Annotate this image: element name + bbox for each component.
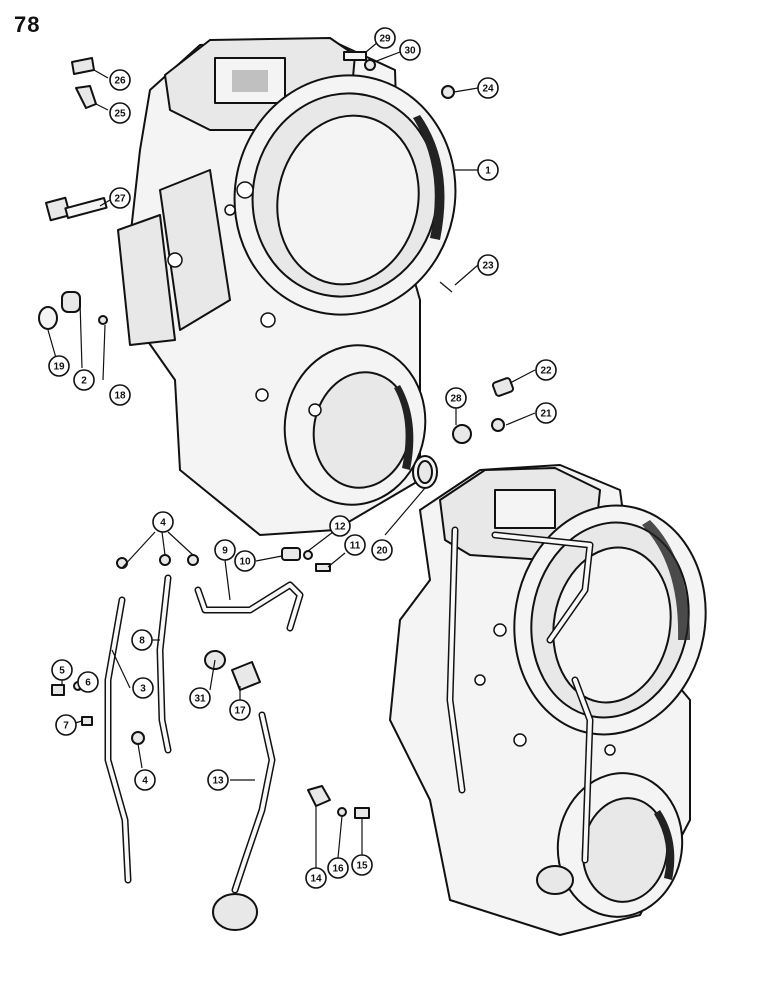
svg-text:4: 4	[142, 776, 148, 787]
svg-text:6: 6	[85, 678, 91, 689]
svg-text:30: 30	[404, 46, 416, 57]
callout-30: 30	[399, 39, 421, 61]
svg-text:2: 2	[81, 376, 87, 387]
svg-text:9: 9	[222, 546, 228, 557]
callout-29: 29	[374, 27, 396, 49]
callout-9: 9	[214, 539, 236, 561]
svg-text:5: 5	[59, 666, 65, 677]
callout-5: 5	[51, 659, 73, 681]
callout-23: 23	[477, 254, 499, 276]
callout-11: 11	[344, 534, 366, 556]
callout-21: 21	[535, 402, 557, 424]
svg-text:21: 21	[540, 409, 552, 420]
svg-text:18: 18	[114, 391, 126, 402]
callout-1: 1	[477, 159, 499, 181]
svg-text:4: 4	[160, 518, 166, 529]
callout-4-upper: 4	[152, 511, 174, 533]
svg-text:25: 25	[114, 109, 126, 120]
callout-31: 31	[189, 687, 211, 709]
callout-15: 15	[351, 854, 373, 876]
svg-text:19: 19	[53, 362, 65, 373]
callout-22: 22	[535, 359, 557, 381]
svg-text:27: 27	[114, 194, 126, 205]
callout-17: 17	[229, 699, 251, 721]
transmission-housing	[117, 37, 457, 536]
callout-6: 6	[77, 671, 99, 693]
svg-text:20: 20	[376, 546, 388, 557]
svg-text:26: 26	[114, 76, 126, 87]
callout-10: 10	[234, 550, 256, 572]
callout-24: 24	[477, 77, 499, 99]
svg-text:16: 16	[332, 864, 344, 875]
callout-26: 26	[109, 69, 131, 91]
callout-2: 2	[73, 369, 95, 391]
callout-7: 7	[55, 714, 77, 736]
callout-12: 12	[329, 515, 351, 537]
callout-28: 28	[445, 387, 467, 409]
callout-27: 27	[109, 187, 131, 209]
svg-text:8: 8	[139, 636, 145, 647]
svg-text:28: 28	[450, 394, 462, 405]
callout-19: 19	[48, 355, 70, 377]
svg-text:7: 7	[63, 721, 69, 732]
svg-text:13: 13	[212, 776, 224, 787]
svg-text:3: 3	[140, 684, 146, 695]
callout-3: 3	[132, 677, 154, 699]
callout-13: 13	[207, 769, 229, 791]
callout-25: 25	[109, 102, 131, 124]
svg-text:31: 31	[194, 694, 206, 705]
svg-text:17: 17	[234, 706, 246, 717]
svg-text:14: 14	[310, 874, 322, 885]
page-number: 78	[14, 12, 41, 37]
svg-text:23: 23	[482, 261, 494, 272]
callout-14: 14	[305, 867, 327, 889]
transmission-housing-assembled	[389, 464, 707, 936]
svg-text:11: 11	[350, 541, 361, 552]
callout-18: 18	[109, 384, 131, 406]
callout-16: 16	[327, 857, 349, 879]
svg-text:12: 12	[334, 522, 346, 533]
callout-4-lower: 4	[134, 769, 156, 791]
callout-8: 8	[131, 629, 153, 651]
svg-text:1: 1	[485, 166, 491, 177]
callout-20: 20	[371, 539, 393, 561]
svg-text:29: 29	[379, 34, 391, 45]
leader-lines	[47, 41, 536, 868]
svg-text:22: 22	[540, 366, 552, 377]
svg-text:24: 24	[482, 84, 494, 95]
svg-text:10: 10	[239, 557, 251, 568]
svg-text:15: 15	[356, 861, 368, 872]
callouts: 1 2 3 4 4 5 6 7 8 9 10 11 12 13 14 15 16…	[48, 27, 557, 889]
loose-parts	[38, 51, 515, 931]
